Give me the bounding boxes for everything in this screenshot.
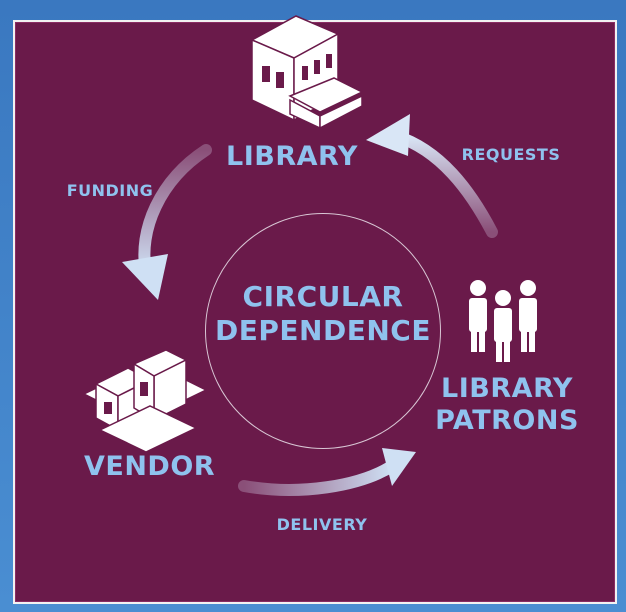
delivery-label: DELIVERY [276,515,368,534]
vendor-cubes-icon [82,349,208,453]
patrons-label-line2: PATRONS [435,405,579,436]
delivery-arrow [238,448,416,496]
people-icon [469,280,537,362]
patrons-label-line1: LIBRARY [441,373,573,404]
requests-arrow [366,114,498,238]
center-circle [205,213,441,449]
requests-label: REQUESTS [461,145,561,164]
center-title-line1: CIRCULAR [242,280,404,313]
funding-arrow [122,144,212,300]
center-title: CIRCULAR DEPENDENCE [205,280,441,348]
library-label: LIBRARY [226,141,358,172]
vendor-label: VENDOR [84,451,216,482]
funding-label: FUNDING [66,181,154,200]
center-title-line2: DEPENDENCE [215,314,431,347]
library-building-icon [250,15,364,130]
